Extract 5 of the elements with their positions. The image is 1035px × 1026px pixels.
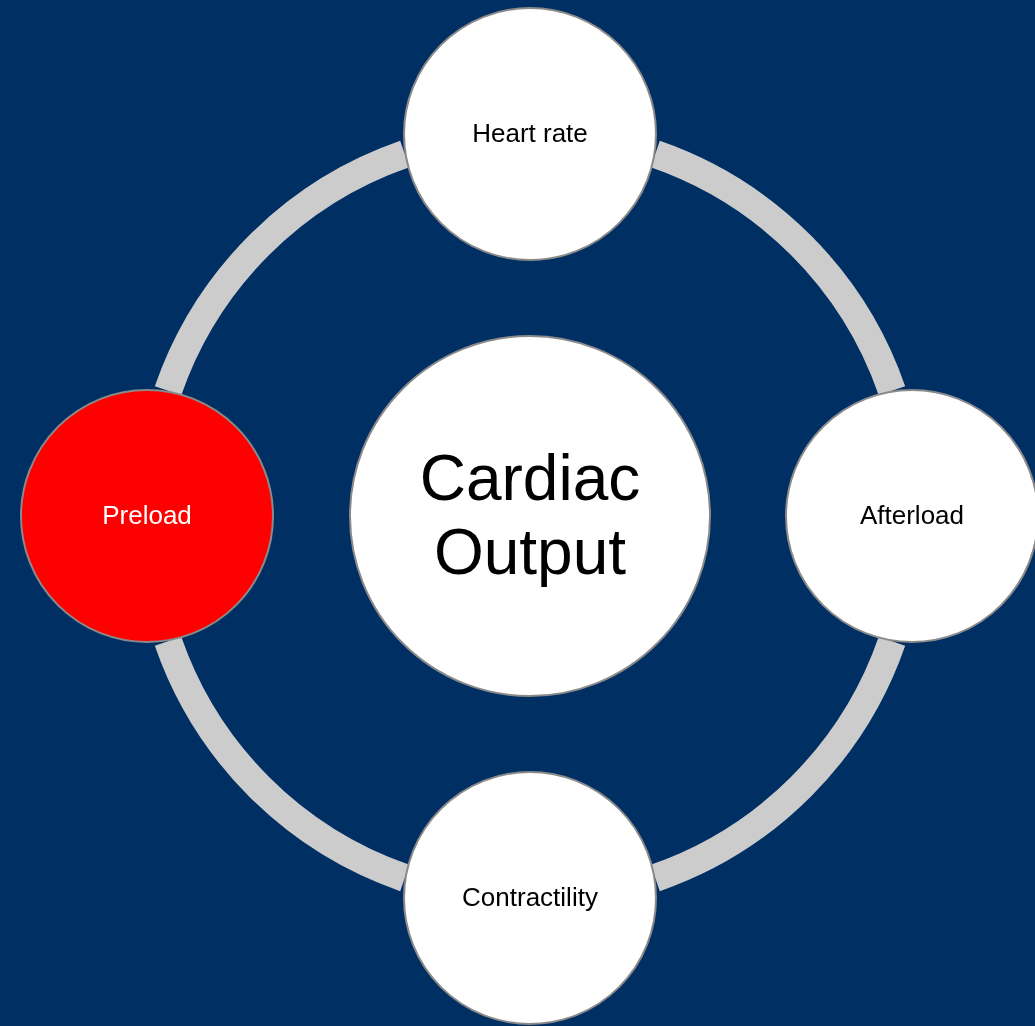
node-label: Cardiac Output	[418, 442, 642, 590]
node-label: Contractility	[462, 883, 598, 913]
node-label: Heart rate	[472, 119, 588, 149]
node-label: Afterload	[859, 501, 965, 531]
node-label: Preload	[102, 501, 192, 531]
